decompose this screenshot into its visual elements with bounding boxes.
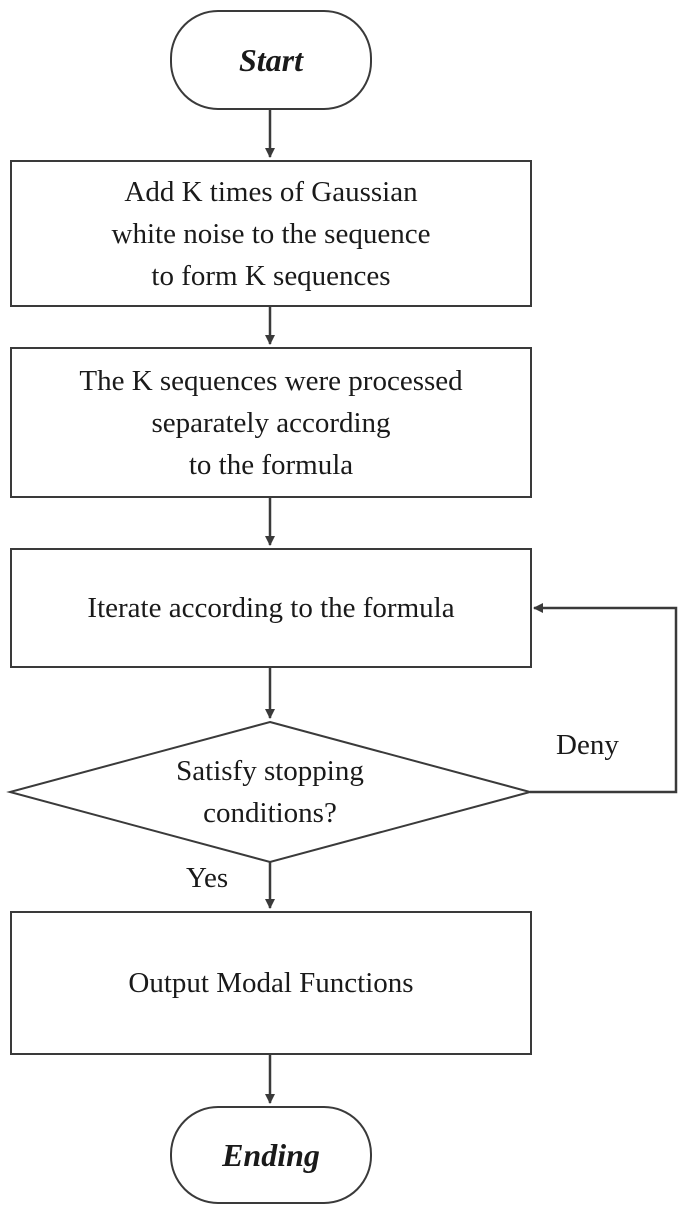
step-output-modal-functions: Output Modal Functions	[10, 911, 532, 1055]
step-add-noise: Add K times of Gaussian white noise to t…	[10, 160, 532, 307]
decision-text: Satisfy stopping conditions?	[176, 755, 364, 829]
yes-label: Yes	[186, 862, 229, 894]
end-terminal: Ending	[170, 1106, 372, 1204]
step-iterate-text: Iterate according to the formula	[87, 592, 455, 624]
step-process-sequences-text: The K sequences were processed separatel…	[79, 364, 463, 481]
arrow-deny-loop	[530, 603, 678, 794]
end-label: Ending	[222, 1137, 320, 1173]
start-label: Start	[238, 42, 304, 78]
deny-label: Deny	[556, 729, 619, 761]
step-output-modal-functions-text: Output Modal Functions	[128, 967, 414, 999]
step-process-sequences: The K sequences were processed separatel…	[10, 347, 532, 498]
step-add-noise-text: Add K times of Gaussian white noise to t…	[111, 175, 431, 292]
step-iterate: Iterate according to the formula	[10, 548, 532, 668]
start-terminal: Start	[170, 10, 372, 110]
